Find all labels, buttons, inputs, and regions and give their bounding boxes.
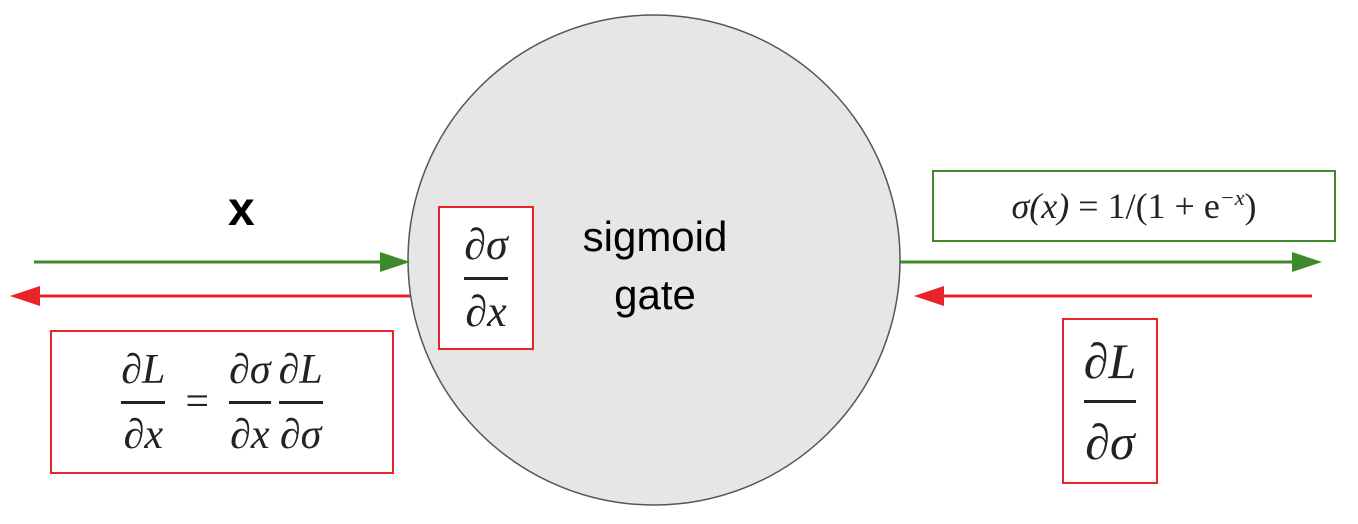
input-forward-arrow — [34, 252, 410, 272]
chain-rule-lhs: ∂L ∂x — [121, 346, 166, 458]
fraction-bar — [121, 400, 166, 404]
upstream-gradient-box: ∂L ∂σ — [1062, 318, 1158, 484]
forward-output-box: σ(x) = 1/(1 + e−x) — [932, 170, 1336, 242]
chain-rule-local-term: ∂σ ∂x — [229, 346, 271, 458]
gate-label: sigmoid gate — [560, 208, 750, 324]
output-forward-arrow — [900, 252, 1322, 272]
sigmoid-formula-lhs: σ(x) — [1011, 186, 1070, 226]
fraction-bar — [229, 400, 271, 404]
gate-label-line2: gate — [614, 271, 696, 318]
local-gradient-box: ∂σ ∂x — [438, 206, 534, 350]
upstream-gradient-arrow — [914, 286, 1312, 306]
chain-rule-lhs-denominator: ∂x — [123, 411, 164, 458]
chain-rule-upstream-term: ∂L ∂σ — [278, 346, 323, 458]
upstream-gradient-fraction: ∂L ∂σ — [1083, 332, 1137, 470]
sigmoid-formula: σ(x) = 1/(1 + e−x) — [1012, 185, 1257, 227]
chain-rule-upstream-numerator: ∂L — [278, 346, 323, 393]
chain-rule-local-denominator: ∂x — [230, 411, 270, 458]
local-gradient-fraction: ∂σ ∂x — [464, 219, 508, 336]
sigmoid-formula-equals: = — [1078, 186, 1099, 226]
sigmoid-gate-node — [407, 14, 901, 506]
input-label: x — [228, 183, 255, 236]
gate-label-line1: sigmoid — [582, 213, 728, 260]
upstream-gradient-denominator: ∂σ — [1085, 413, 1135, 470]
chain-rule-equals: = — [185, 379, 210, 425]
sigmoid-formula-close: ) — [1244, 186, 1257, 226]
fraction-bar — [464, 276, 508, 280]
downstream-gradient-arrow — [10, 286, 410, 306]
sigmoid-formula-exponent: −x — [1219, 185, 1245, 210]
chain-rule-box: ∂L ∂x = ∂σ ∂x ∂L ∂σ — [50, 330, 394, 474]
local-gradient-numerator: ∂σ — [464, 219, 508, 269]
fraction-bar — [1083, 399, 1137, 403]
chain-rule-local-numerator: ∂σ — [229, 346, 271, 393]
sigmoid-formula-rhs: 1/(1 + e — [1107, 186, 1220, 226]
chain-rule-lhs-numerator: ∂L — [121, 346, 166, 393]
upstream-gradient-numerator: ∂L — [1083, 332, 1137, 389]
local-gradient-denominator: ∂x — [465, 286, 507, 336]
chain-rule-upstream-denominator: ∂σ — [279, 411, 322, 458]
fraction-bar — [278, 400, 323, 404]
